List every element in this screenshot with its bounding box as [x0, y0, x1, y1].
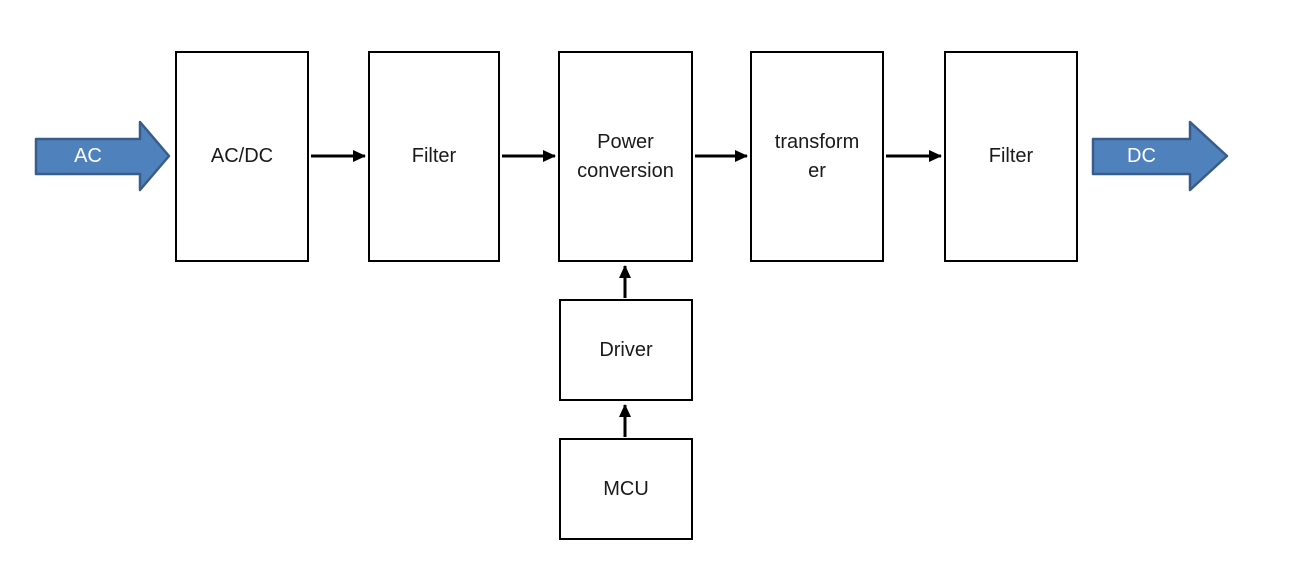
- block-filter-input-label: Filter: [411, 145, 457, 167]
- block-filter-output: Filter: [944, 51, 1078, 262]
- ac-input-arrow: [34, 120, 171, 192]
- block-ac-dc-label: AC/DC: [210, 145, 274, 167]
- block-mcu-label: MCU: [603, 477, 649, 500]
- ac-input-label: AC: [74, 145, 102, 167]
- block-mcu: MCU: [559, 438, 693, 540]
- block-transformer: transform er: [750, 51, 884, 262]
- block-filter-input: Filter: [368, 51, 500, 262]
- block-power-conversion-label: Power conversion: [577, 130, 674, 182]
- dc-output-arrow: [1091, 120, 1229, 192]
- block-transformer-label: transform er: [774, 130, 860, 182]
- block-driver-label: Driver: [599, 338, 653, 361]
- block-power-conversion: Power conversion: [558, 51, 693, 262]
- block-driver: Driver: [559, 299, 693, 401]
- block-filter-output-label: Filter: [988, 145, 1034, 167]
- dc-output-label: DC: [1127, 145, 1156, 167]
- block-ac-dc: AC/DC: [175, 51, 309, 262]
